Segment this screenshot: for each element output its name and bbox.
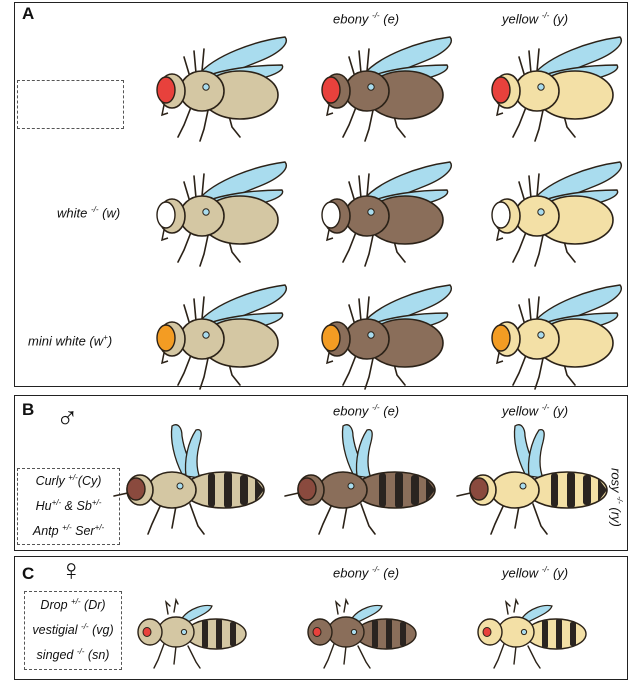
row-label-mini-white: mini white (w+) <box>28 333 112 348</box>
col-header-ebony-b: ebony -/- (e) <box>333 403 399 418</box>
marker-antp-ser: Antp +/- Ser+/- <box>18 523 119 538</box>
side-label-rosy: rosy -/- (ry) <box>609 468 624 527</box>
fly-illustration <box>475 35 625 145</box>
fly-illustration <box>140 160 290 270</box>
wildtype-placeholder-box <box>17 80 124 129</box>
fly-illustration <box>305 283 455 393</box>
fly-illustration <box>130 592 260 672</box>
marker-singed: singed -/- (sn) <box>25 647 121 662</box>
fly-illustration <box>475 283 625 393</box>
fly-illustration <box>455 420 610 540</box>
panel-label-b: B <box>22 400 34 420</box>
marker-curly: Curly +/-(Cy) <box>18 473 119 488</box>
marker-vestigial: vestigial -/- (vg) <box>25 622 121 637</box>
col-header-ebony-a: ebony -/- (e) <box>333 11 399 26</box>
col-header-yellow-c: yellow -/- (y) <box>502 565 568 580</box>
fly-illustration <box>140 283 290 393</box>
male-symbol: ♂ <box>56 404 79 434</box>
fly-illustration <box>140 35 290 145</box>
marker-hu-sb: Hu+/- & Sb+/- <box>18 498 119 513</box>
fly-illustration <box>300 592 430 672</box>
female-symbol: ♀ <box>60 556 83 586</box>
fly-illustration <box>305 160 455 270</box>
col-header-yellow-b: yellow -/- (y) <box>502 403 568 418</box>
fly-illustration <box>305 35 455 145</box>
panel-label-a: A <box>22 4 34 24</box>
fly-illustration <box>283 420 438 540</box>
row-label-white: white -/- (w) <box>57 205 120 220</box>
dominant-markers-box-b: Curly +/-(Cy) Hu+/- & Sb+/- Antp +/- Ser… <box>17 468 120 545</box>
col-header-yellow-a: yellow -/- (y) <box>502 11 568 26</box>
panel-label-c: C <box>22 564 34 584</box>
col-header-ebony-c: ebony -/- (e) <box>333 565 399 580</box>
marker-drop: Drop +/- (Dr) <box>25 597 121 612</box>
fly-illustration <box>470 592 600 672</box>
recessive-markers-box-c: Drop +/- (Dr) vestigial -/- (vg) singed … <box>24 591 122 670</box>
fly-illustration <box>475 160 625 270</box>
fly-illustration <box>112 420 267 540</box>
